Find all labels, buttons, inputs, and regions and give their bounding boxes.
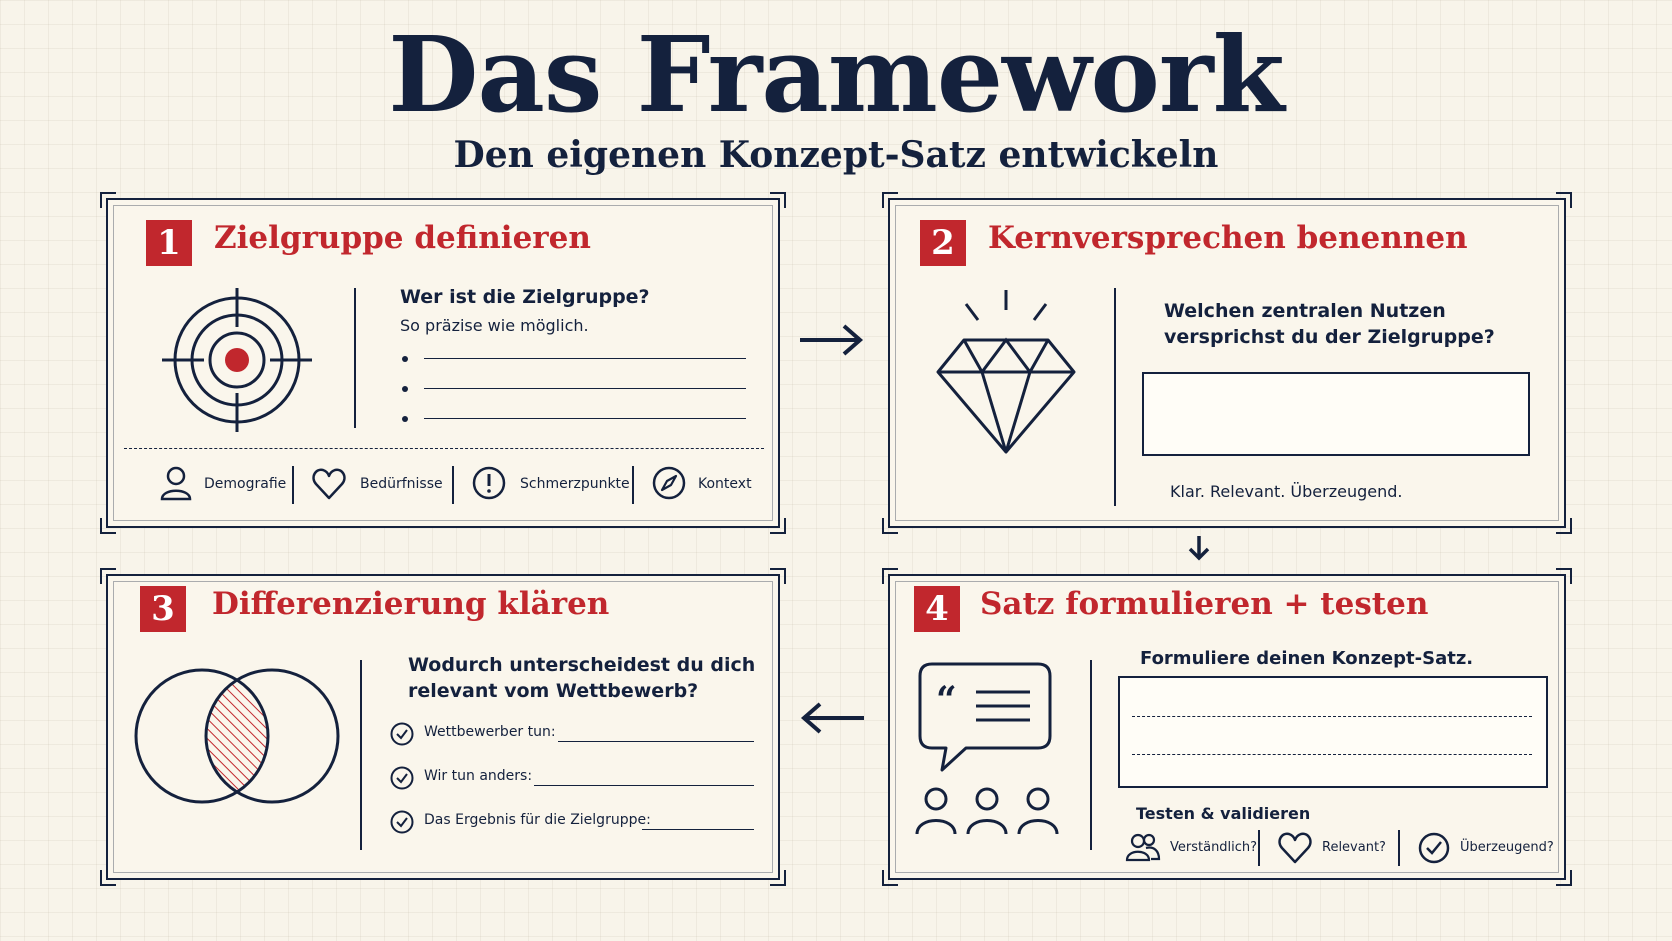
step-card-4: 4 Satz formulieren + testen “ Formuliere… — [882, 568, 1572, 886]
input-line[interactable] — [424, 358, 746, 359]
step-question-line2: versprichst du der Zielgruppe? — [1164, 326, 1495, 348]
arrow-right-icon — [800, 324, 864, 356]
step-card-3: 3 Differenzierung klären Wodurch untersc… — [100, 568, 786, 886]
check-circle-icon — [390, 766, 414, 790]
footer-label: Kontext — [698, 476, 752, 492]
step-title: Zielgruppe definieren — [214, 220, 591, 256]
exclamation-icon — [472, 466, 506, 500]
step-card-1: 1 Zielgruppe definieren Wer ist die Ziel… — [100, 192, 786, 534]
footer-label: Demografie — [204, 476, 287, 492]
venn-diagram-icon — [134, 668, 340, 804]
step-number: 2 — [920, 220, 966, 266]
concept-sentence-textbox[interactable] — [1118, 676, 1548, 788]
target-icon — [162, 288, 312, 432]
check-label: Das Ergebnis für die Zielgruppe: — [424, 812, 651, 828]
check-label: Wettbewerber tun: — [424, 724, 556, 740]
page-title: Das Framework — [388, 13, 1284, 136]
step-number: 3 — [140, 586, 186, 632]
input-line[interactable] — [558, 741, 754, 742]
input-line[interactable] — [642, 829, 754, 830]
step-title: Differenzierung klären — [212, 586, 610, 622]
check-label: Wir tun anders: — [424, 768, 533, 784]
people-icon — [1125, 833, 1161, 862]
heart-icon — [1278, 832, 1312, 864]
test-title: Testen & validieren — [1136, 804, 1311, 823]
test-label: Überzeugend? — [1460, 840, 1554, 855]
diamond-icon — [936, 290, 1076, 454]
step-card-2: 2 Kernversprechen benennen Welchen zentr… — [882, 192, 1572, 534]
step-prompt: Formuliere deinen Konzept-Satz. — [1140, 648, 1474, 669]
compass-icon — [652, 466, 686, 500]
input-line[interactable] — [424, 418, 746, 419]
person-icon — [160, 466, 192, 501]
benefit-textbox[interactable] — [1142, 372, 1530, 456]
input-line[interactable] — [424, 388, 746, 389]
footer-label: Schmerzpunkte — [520, 476, 630, 492]
check-circle-icon — [390, 810, 414, 834]
check-circle-icon — [390, 722, 414, 746]
step-question-line2: relevant vom Wettbewerb? — [408, 680, 699, 702]
speech-bubble-icon: “ — [918, 662, 1052, 772]
test-label: Relevant? — [1322, 840, 1386, 855]
step-note: Klar. Relevant. Überzeugend. — [1170, 482, 1403, 501]
arrow-down-icon — [1188, 536, 1210, 561]
arrow-left-icon — [800, 702, 864, 734]
input-line[interactable] — [534, 785, 754, 786]
test-label: Verständlich? — [1170, 840, 1258, 855]
step-question: Wer ist die Zielgruppe? — [400, 286, 650, 308]
step-question-line1: Wodurch unterscheidest du dich — [408, 654, 756, 676]
step-number: 1 — [146, 220, 192, 266]
heart-icon — [312, 468, 346, 500]
step-title: Kernversprechen benennen — [988, 220, 1468, 256]
step-number: 4 — [914, 586, 960, 632]
audience-icon — [915, 787, 1059, 835]
page-subtitle: Den eigenen Konzept-Satz entwickeln — [453, 134, 1219, 176]
check-circle-icon — [1418, 832, 1450, 864]
step-question-line1: Welchen zentralen Nutzen — [1164, 300, 1446, 322]
footer-label: Bedürfnisse — [360, 476, 443, 492]
step-title: Satz formulieren + testen — [980, 586, 1429, 622]
step-hint: So präzise wie möglich. — [400, 316, 589, 335]
svg-text:“: “ — [936, 679, 957, 721]
